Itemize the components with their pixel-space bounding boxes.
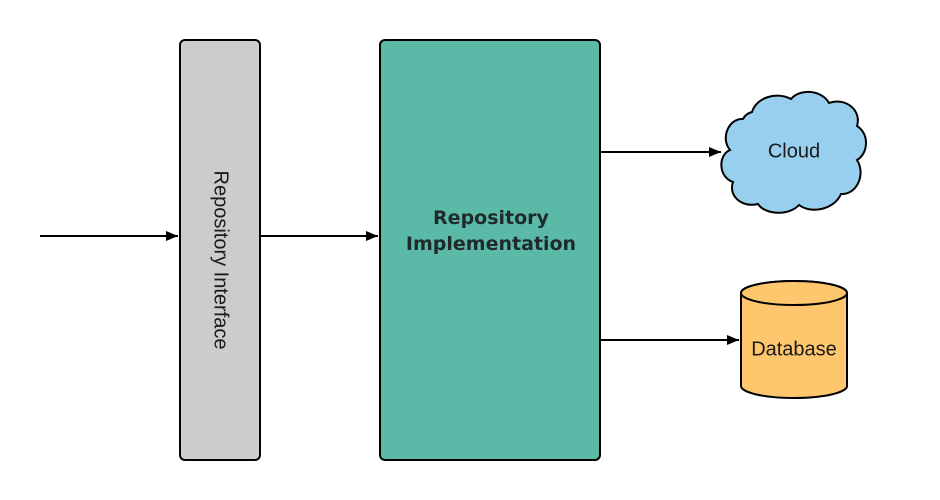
repository-interface-node[interactable]: Repository Interface	[179, 39, 261, 461]
repository-implementation-label-line2: Implementation	[406, 233, 576, 255]
repository-interface-box	[179, 39, 261, 461]
repository-interface-label: Repository Interface	[210, 171, 232, 350]
database-node[interactable]: Database	[740, 280, 848, 399]
database-label: Database	[751, 338, 837, 360]
repository-implementation-label-line1: Repository	[433, 207, 549, 229]
cloud-icon	[720, 91, 867, 214]
cloud-label: Cloud	[768, 140, 820, 162]
cloud-node[interactable]: Cloud	[720, 91, 867, 214]
repository-implementation-node[interactable]: Repository Implementation	[379, 39, 601, 461]
repository-implementation-box	[379, 39, 601, 461]
database-top-rim	[740, 280, 848, 306]
